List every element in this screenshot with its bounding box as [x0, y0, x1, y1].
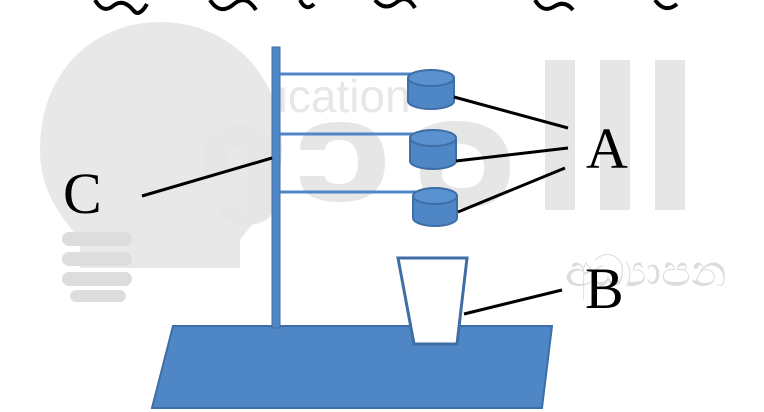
cropped-top-text	[93, 0, 679, 15]
leader-a-middle	[455, 146, 569, 163]
leader-a-bottom	[457, 166, 566, 214]
label-c: C	[63, 161, 102, 226]
cylinder-middle	[409, 129, 457, 170]
label-b: B	[585, 256, 624, 321]
cylinder-top	[407, 69, 455, 110]
lightbulb-icon	[40, 22, 282, 302]
stand-rod	[271, 46, 281, 329]
beaker	[396, 256, 469, 346]
leader-c	[141, 156, 273, 198]
leader-a-top	[453, 95, 569, 130]
watermark-subtitle: අධ්‍යාපන	[565, 246, 727, 300]
leader-b	[463, 288, 563, 316]
cylinder-bottom	[412, 187, 458, 227]
leader-lines	[141, 95, 569, 316]
label-a: A	[586, 116, 628, 181]
base-plate	[150, 325, 554, 409]
support-arms	[280, 72, 422, 194]
watermark-title: Education	[206, 70, 411, 122]
